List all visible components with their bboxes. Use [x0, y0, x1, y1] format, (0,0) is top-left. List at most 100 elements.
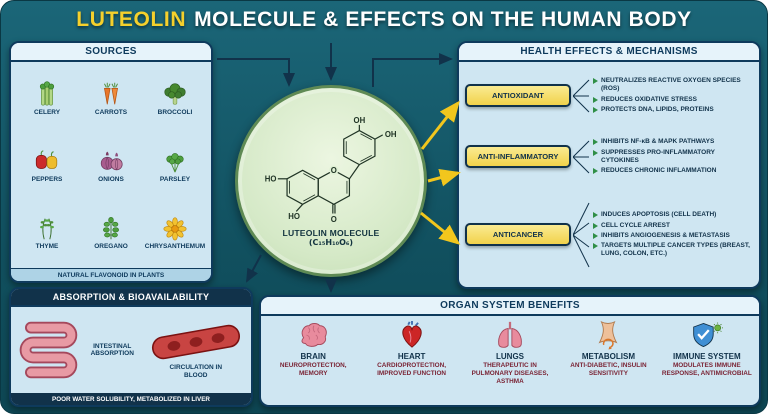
effect-item: REDUCES CHRONIC INFLAMMATION [593, 167, 753, 175]
arrow-bullet-icon [593, 78, 598, 85]
sources-title: SOURCES [11, 43, 211, 62]
effect-group-anti-inflammatory: ANTI-INFLAMMATORY INHIBITS NF-κB & MAPK … [465, 134, 753, 180]
molecule-circle: O O HO HO OH OH LUTEOLIN MOLECULE (C₁₅H₁… [235, 85, 427, 277]
health-effects-title: HEALTH EFFECTS & MECHANISMS [459, 43, 759, 62]
molecule-formula: (C₁₅H₁₀O₆) [308, 238, 354, 247]
circulation-item: CIRCULATION IN BLOOD [148, 321, 244, 379]
organ-desc: NEUROPROTECTION, MEMORY [279, 362, 347, 377]
circulation-label: CIRCULATION IN BLOOD [169, 364, 223, 379]
effect-item: TARGETS MULTIPLE CANCER TYPES (BREAST, L… [593, 242, 753, 258]
page-title: LUTEOLIN MOLECULE & EFFECTS ON THE HUMAN… [1, 1, 767, 39]
arrow-bullet-icon [593, 149, 598, 156]
organ-name: HEART [397, 351, 426, 361]
source-label: THYME [35, 243, 59, 251]
source-item-carrots: CARROTS [93, 80, 129, 116]
celery-icon [39, 80, 55, 106]
brain-icon [301, 323, 327, 347]
organ-name: LUNGS [496, 351, 525, 361]
arrow-bullet-icon [593, 232, 598, 239]
organ-benefits-panel: ORGAN SYSTEM BENEFITS BRAIN NEUROPROTECT… [259, 295, 761, 407]
organ-desc: MODULATES IMMUNE RESPONSE, ANTIMICROBIAL [661, 362, 752, 377]
source-label: PEPPERS [31, 175, 63, 183]
effect-item: NEUTRALIZES REACTIVE OXYGEN SPECIES (ROS… [593, 77, 753, 93]
organ-desc: ANTI-DIABETIC, INSULIN SENSITIVITY [570, 362, 647, 377]
arrow-bullet-icon [593, 212, 598, 219]
metabolism-icon [598, 320, 618, 350]
pepper-icon [35, 150, 58, 169]
fan-lines-icon [573, 79, 590, 112]
onion-icon [100, 151, 123, 171]
arrow-bullet-icon [593, 106, 598, 113]
luteolin-structure-icon: O O HO HO OH OH [265, 116, 397, 224]
source-label: PARSLEY [159, 175, 191, 183]
organ-name: IMMUNE SYSTEM [673, 351, 741, 361]
sources-footer: NATURAL FLAVONOID IN PLANTS [11, 268, 211, 281]
title-luteolin: LUTEOLIN [76, 8, 187, 31]
source-item-oregano: OREGANO [93, 214, 129, 250]
effect-item: INHIBITS NF-κB & MAPK PATHWAYS [593, 138, 753, 146]
anticancer-pill: ANTICANCER [465, 223, 571, 246]
anticancer-effects: INDUCES APOPTOSIS (CELL DEATH) CELL CYCL… [593, 211, 753, 257]
organ-name: METABOLISM [581, 351, 636, 361]
intestine-icon [19, 321, 78, 379]
source-item-parsley: PARSLEY [157, 147, 193, 183]
effect-item: SUPPRESSES PRO-INFLAMMATORY CYTOKINES [593, 149, 753, 165]
absorption-footer: POOR WATER SOLUBILITY, METABOLIZED IN LI… [11, 393, 251, 405]
source-label: CARROTS [94, 108, 128, 116]
parsley-icon [166, 153, 184, 173]
anti-inflammatory-pill: ANTI-INFLAMMATORY [465, 145, 571, 168]
organ-benefits-body: BRAIN NEUROPROTECTION, MEMORY HEART CARD… [261, 316, 759, 405]
svg-text:O: O [331, 166, 337, 175]
thyme-icon [40, 218, 54, 240]
absorption-panel: ABSORPTION & BIOAVAILABILITY INTESTINAL … [9, 287, 253, 407]
effect-item: CELL CYCLE ARREST [593, 222, 753, 230]
source-item-chrysanthemum: CHRYSANTHEMUM [145, 214, 205, 250]
arrow-bullet-icon [593, 96, 598, 103]
sources-grid: CELERY CARROTS [11, 62, 211, 268]
heart-icon [401, 320, 422, 348]
chrysanthemum-icon [163, 217, 187, 241]
anti-inflammatory-effects: INHIBITS NF-κB & MAPK PATHWAYS SUPPRESSE… [593, 138, 753, 174]
molecule-name: LUTEOLIN MOLECULE [282, 228, 380, 238]
fan-lines-icon [573, 202, 590, 267]
organ-item-metabolism: METABOLISM ANTI-DIABETIC, INSULIN SENSIT… [560, 320, 656, 402]
antioxidant-pill: ANTIOXIDANT [465, 84, 571, 107]
source-item-broccoli: BROCCOLI [157, 80, 193, 116]
intestinal-absorption-label: INTESTINAL ABSORPTION [90, 342, 134, 357]
immune-shield-icon [693, 322, 723, 348]
organ-item-brain: BRAIN NEUROPROTECTION, MEMORY [265, 320, 361, 402]
lungs-icon [498, 321, 522, 348]
organ-desc: THERAPEUTIC IN PULMONARY DISEASES, ASTHM… [471, 362, 549, 385]
sources-panel: SOURCES CELERY [9, 41, 213, 283]
health-effects-panel: HEALTH EFFECTS & MECHANISMS ANTIOXIDANT … [457, 41, 761, 289]
svg-text:OH: OH [385, 130, 397, 139]
effect-group-anticancer: ANTICANCER INDUCES APOPTOSIS (CELL DEATH… [465, 195, 753, 275]
svg-text:HO: HO [288, 212, 300, 221]
effect-item: REDUCES OXIDATIVE STRESS [593, 96, 753, 104]
organ-item-heart: HEART CARDIOPROTECTION, IMPROVED FUNCTIO… [363, 320, 459, 402]
svg-text:HO: HO [265, 175, 277, 184]
health-effects-body: ANTIOXIDANT NEUTRALIZES REACTIVE OXYGEN … [459, 62, 759, 287]
organ-desc: CARDIOPROTECTION, IMPROVED FUNCTION [377, 362, 447, 377]
effect-item: PROTECTS DNA, LIPIDS, PROTEINS [593, 106, 753, 114]
blood-vessel-icon [151, 324, 240, 360]
source-label: ONIONS [98, 175, 124, 183]
source-item-thyme: THYME [29, 214, 65, 250]
carrot-icon [104, 82, 118, 104]
oregano-icon [103, 217, 119, 240]
source-item-peppers: PEPPERS [29, 147, 65, 183]
source-label: CHRYSANTHEMUM [144, 243, 206, 251]
arrow-bullet-icon [593, 167, 598, 174]
source-label: OREGANO [94, 243, 128, 251]
title-rest: MOLECULE & EFFECTS ON THE HUMAN BODY [194, 8, 692, 31]
arrow-bullet-icon [593, 243, 598, 250]
source-item-celery: CELERY [29, 80, 65, 116]
organ-item-lungs: LUNGS THERAPEUTIC IN PULMONARY DISEASES,… [462, 320, 558, 402]
fan-lines-icon [573, 140, 590, 173]
svg-text:O: O [331, 215, 337, 224]
absorption-title: ABSORPTION & BIOAVAILABILITY [11, 289, 251, 307]
arrow-bullet-icon [593, 139, 598, 146]
source-label: CELERY [33, 108, 61, 116]
effect-item: INDUCES APOPTOSIS (CELL DEATH) [593, 211, 753, 219]
